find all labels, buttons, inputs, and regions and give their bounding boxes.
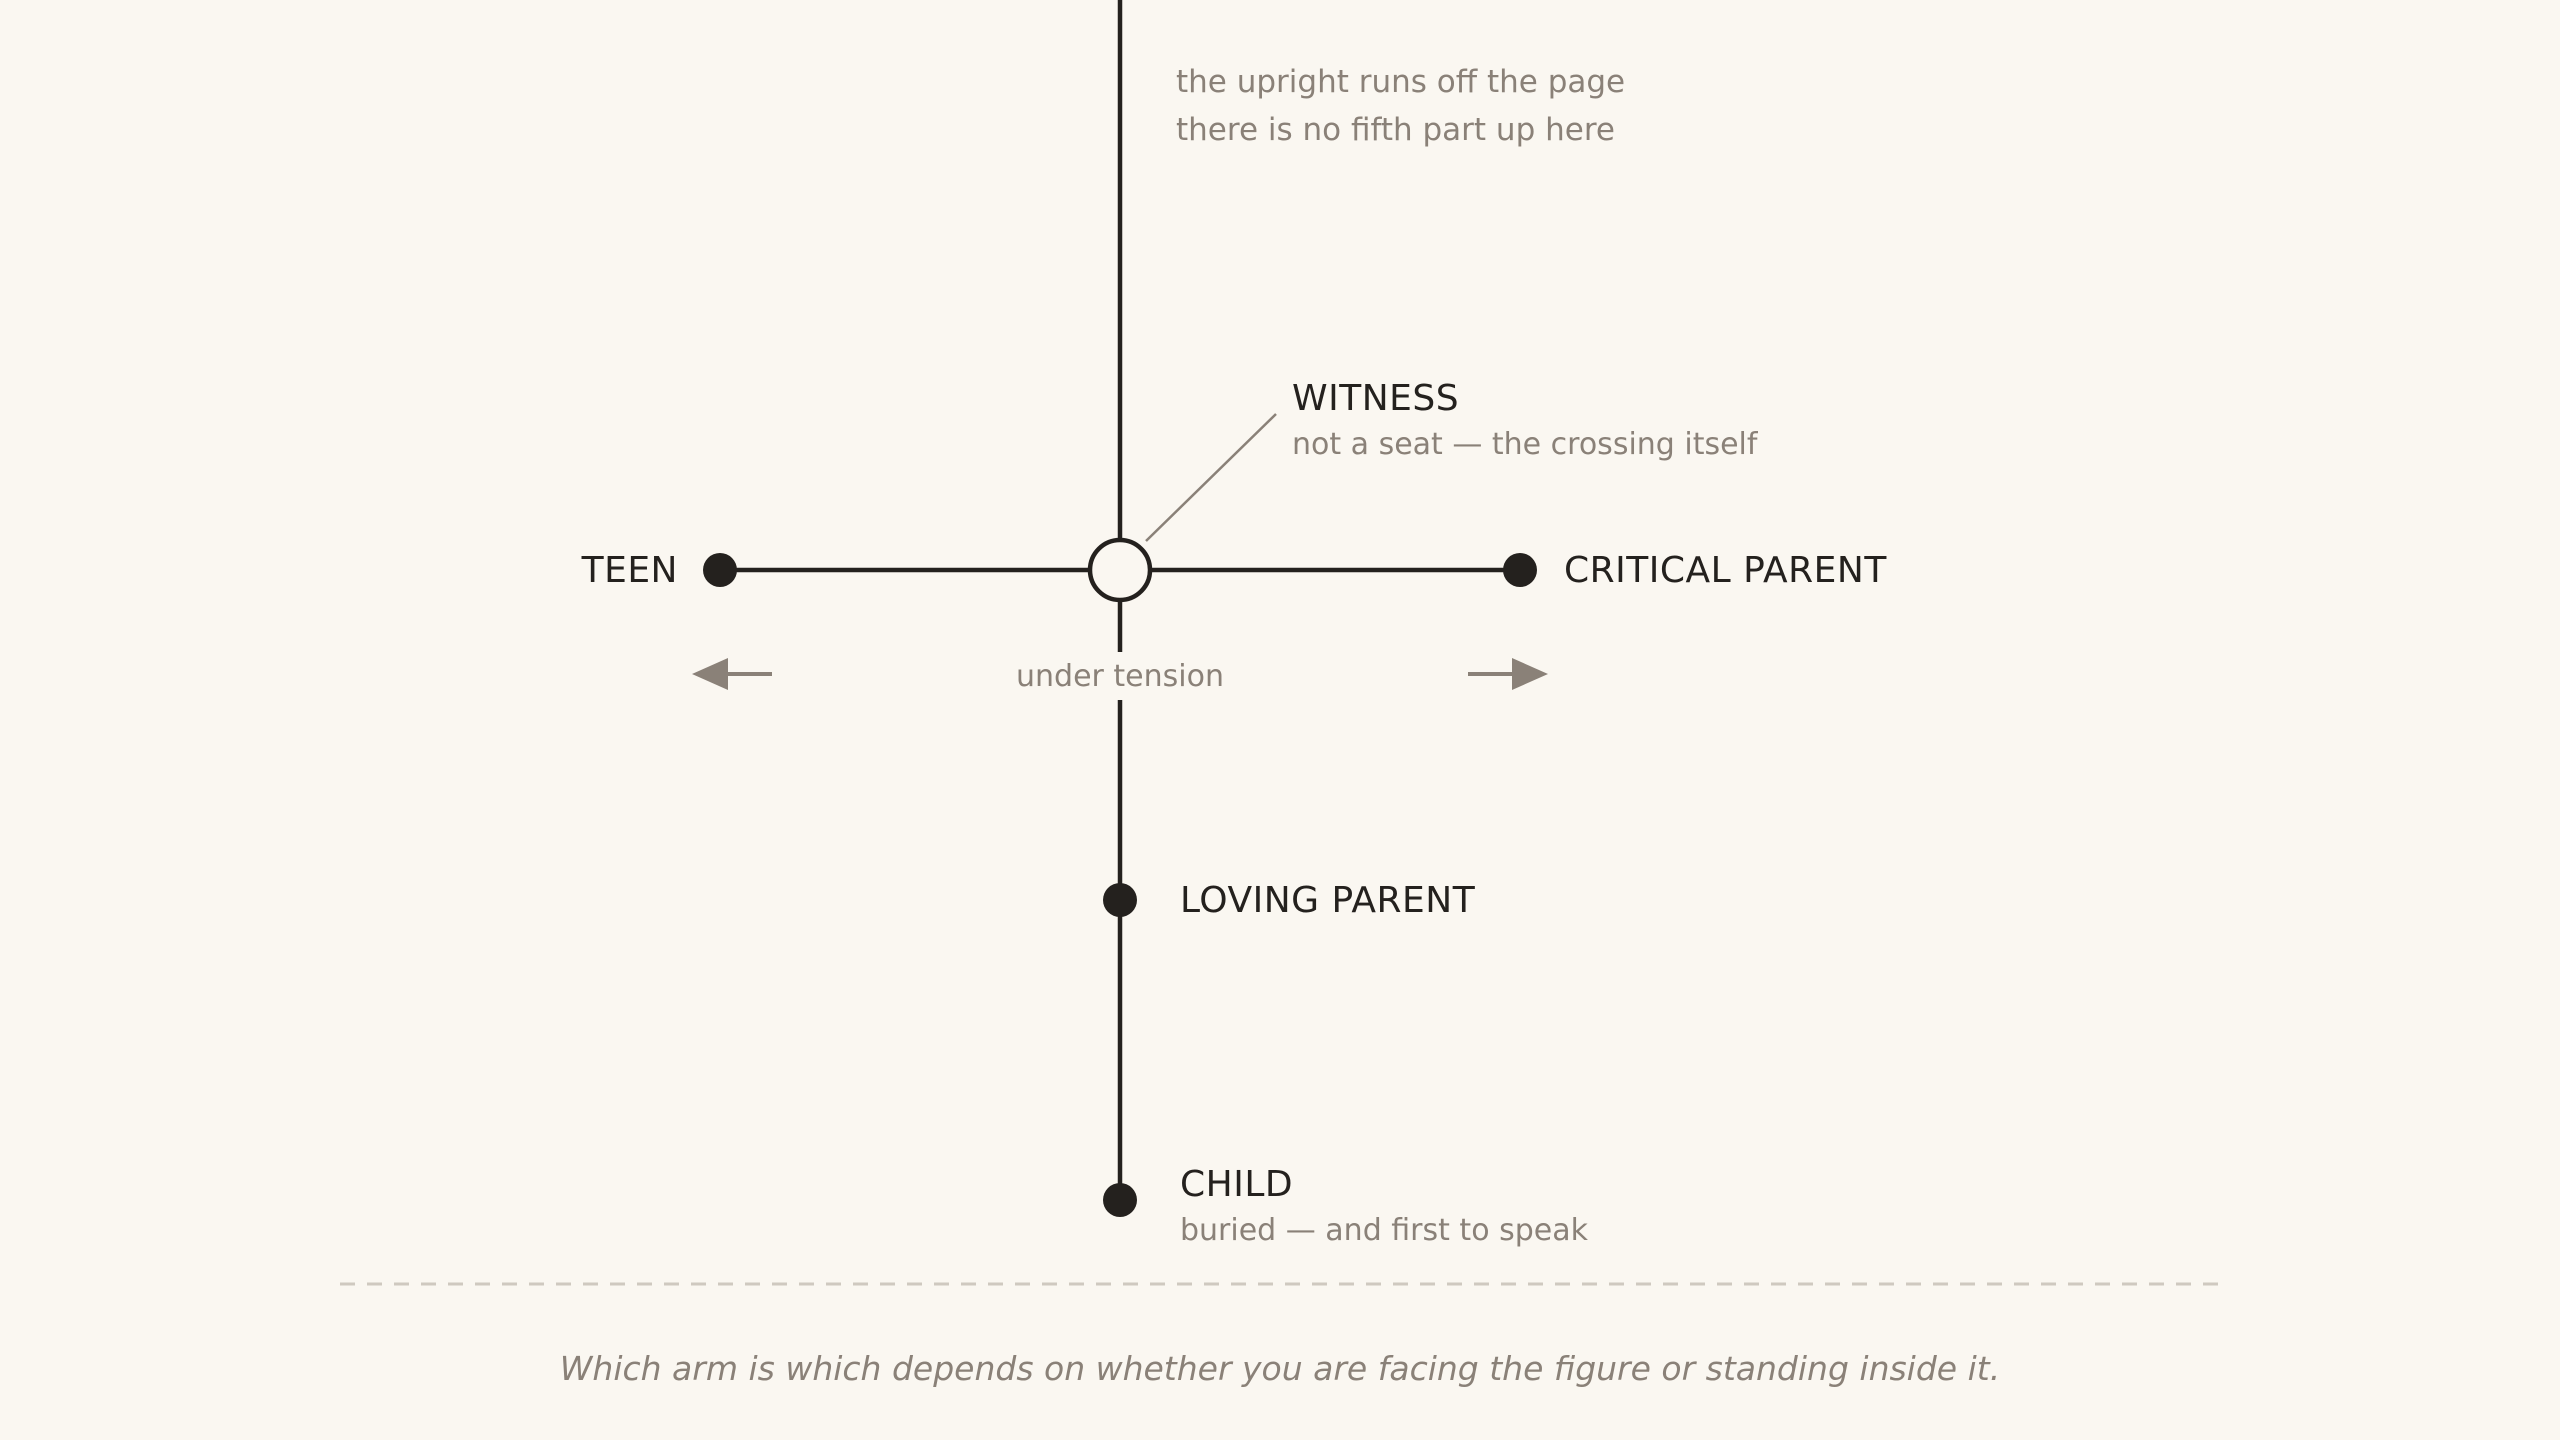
teen-label: TEEN <box>581 550 678 591</box>
child-sublabel: buried — and first to speak <box>1180 1213 1589 1248</box>
witness-node <box>1087 537 1153 603</box>
witness-leader-line <box>1145 413 1277 542</box>
left-arrow-icon <box>692 658 772 690</box>
witness-sublabel: not a seat — the crossing itself <box>1292 427 1759 462</box>
top-note-line-1: the upright runs off the page <box>1176 64 1625 100</box>
right-arrow-icon <box>1468 658 1548 690</box>
loving-parent-node <box>1103 883 1137 917</box>
child-label: CHILD <box>1180 1164 1293 1205</box>
critical-parent-node <box>1503 553 1537 587</box>
teen-node <box>703 553 737 587</box>
child-node <box>1103 1183 1137 1217</box>
tension-label: under tension <box>1016 659 1224 694</box>
witness-label: WITNESS <box>1292 378 1459 419</box>
critical-parent-label: CRITICAL PARENT <box>1564 550 1887 591</box>
caption: Which arm is which depends on whether yo… <box>560 1349 2000 1388</box>
loving-parent-label: LOVING PARENT <box>1180 880 1476 921</box>
top-note-line-2: there is no fifth part up here <box>1176 112 1615 148</box>
